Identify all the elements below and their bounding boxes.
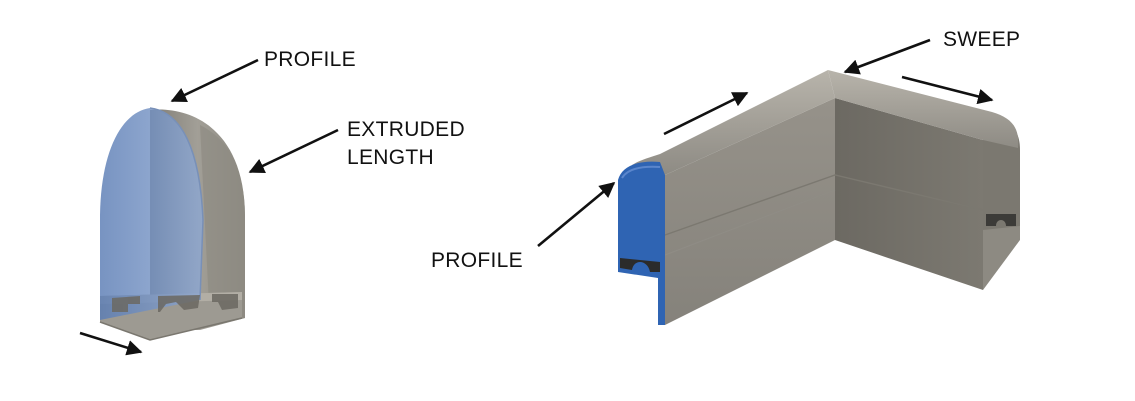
arrow-extrusion-direction [79, 331, 143, 356]
sweep-right-bracket [983, 226, 1020, 290]
sweep-front-top [632, 70, 835, 175]
arrow-extruded-length [248, 128, 339, 174]
sweep-right-wall [835, 98, 983, 290]
arrow-sweep-front [663, 91, 749, 136]
sweep-front-wall [665, 98, 835, 325]
profile-slot [620, 258, 660, 272]
extruded-body-shade [200, 125, 245, 325]
front-wall-line-lower [664, 189, 836, 256]
arrow-profile-right [537, 181, 616, 248]
label-profile-left: PROFILE [264, 48, 356, 71]
extrusion-model [99, 107, 245, 341]
end-cap-slot [986, 214, 1016, 226]
annotation-arrows [79, 38, 994, 356]
arrow-sweep-right [901, 75, 994, 105]
arrow-profile-left [170, 58, 259, 103]
sweep-right-top [828, 70, 1019, 148]
label-profile-right: PROFILE [431, 249, 523, 272]
sweep-model [618, 70, 1020, 325]
channel-detail [112, 294, 238, 312]
profile-edge-line [149, 107, 204, 301]
label-length: LENGTH [347, 146, 434, 169]
sweep-profile-face [618, 161, 665, 325]
label-extruded: EXTRUDED [347, 118, 465, 141]
label-sweep: SWEEP [943, 28, 1021, 51]
front-wall-line-upper [664, 174, 984, 236]
sweep-profile-highlight [621, 165, 661, 179]
base-shadow-edge [99, 317, 243, 341]
sweep-end-cap [983, 125, 1020, 240]
arrow-sweep [843, 38, 931, 75]
translucent-profile [100, 108, 203, 320]
